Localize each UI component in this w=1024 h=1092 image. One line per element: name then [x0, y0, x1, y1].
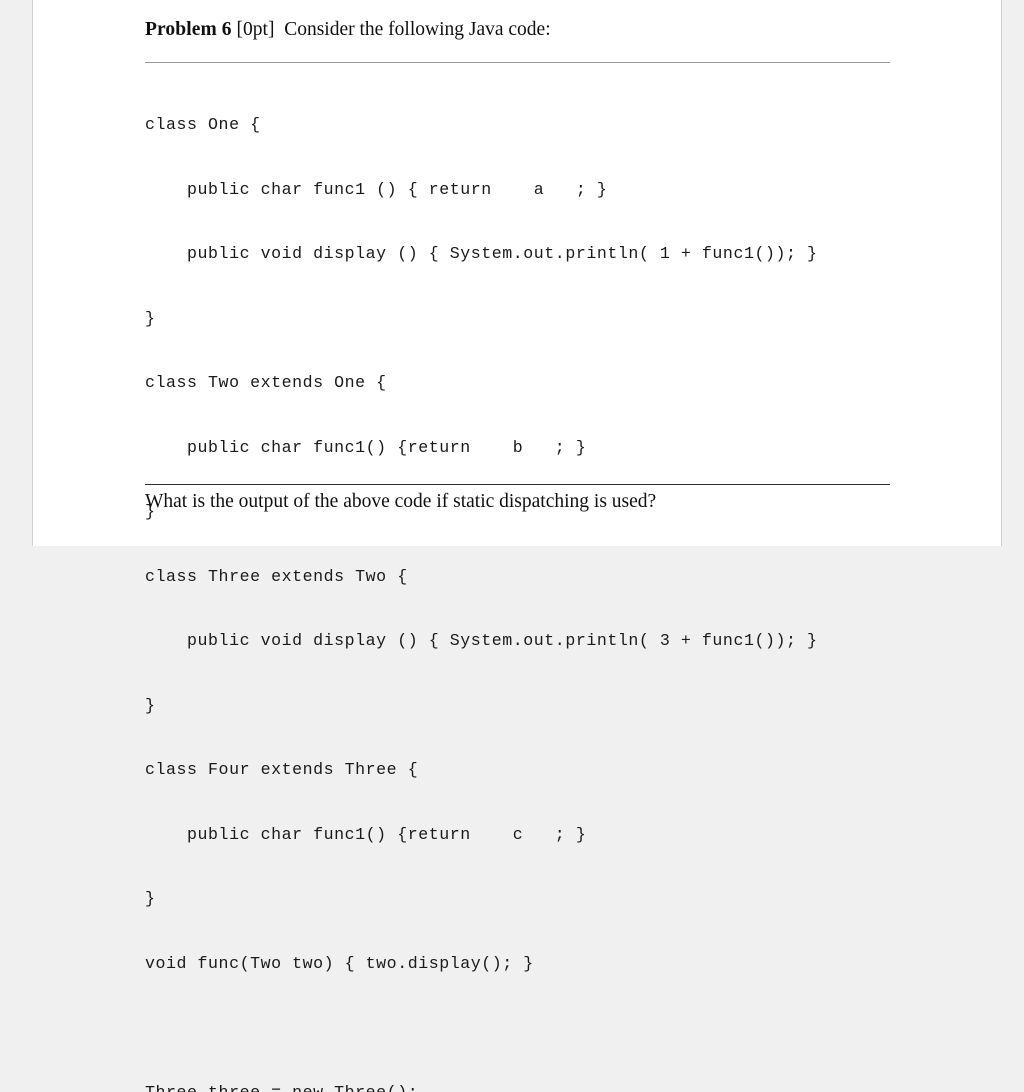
code-line: Three three = new Three(); — [145, 1082, 818, 1092]
problem-points: [0pt] — [237, 19, 275, 40]
code-line-blank — [145, 1017, 818, 1039]
code-line: public void display () { System.out.prin… — [145, 243, 818, 265]
screenshot-viewport: Problem 6 [0pt] Consider the following J… — [0, 0, 1024, 546]
problem-heading: Problem 6 [0pt] Consider the following J… — [145, 19, 551, 41]
problem-prompt: Consider the following Java code: — [284, 19, 550, 40]
code-line: void func(Two two) { two.display(); } — [145, 953, 818, 975]
code-line: public char func1() {return b ; } — [145, 437, 818, 459]
problem-label: Problem 6 — [145, 19, 232, 40]
code-line: class Four extends Three { — [145, 759, 818, 781]
divider-above-code — [145, 62, 890, 63]
divider-below-code — [145, 484, 890, 485]
code-line: public void display () { System.out.prin… — [145, 630, 818, 652]
code-line: public char func1 () { return a ; } — [145, 179, 818, 201]
code-line: public char func1() {return c ; } — [145, 824, 818, 846]
code-line: class Two extends One { — [145, 372, 818, 394]
code-line: } — [145, 308, 818, 330]
code-line: } — [145, 888, 818, 910]
code-line: class Three extends Two { — [145, 566, 818, 588]
document-page: Problem 6 [0pt] Consider the following J… — [32, 0, 1002, 546]
code-line: class One { — [145, 114, 818, 136]
java-code-block: class One { public char func1 () { retur… — [145, 71, 818, 1092]
question-text: What is the output of the above code if … — [145, 491, 656, 513]
code-line: } — [145, 695, 818, 717]
